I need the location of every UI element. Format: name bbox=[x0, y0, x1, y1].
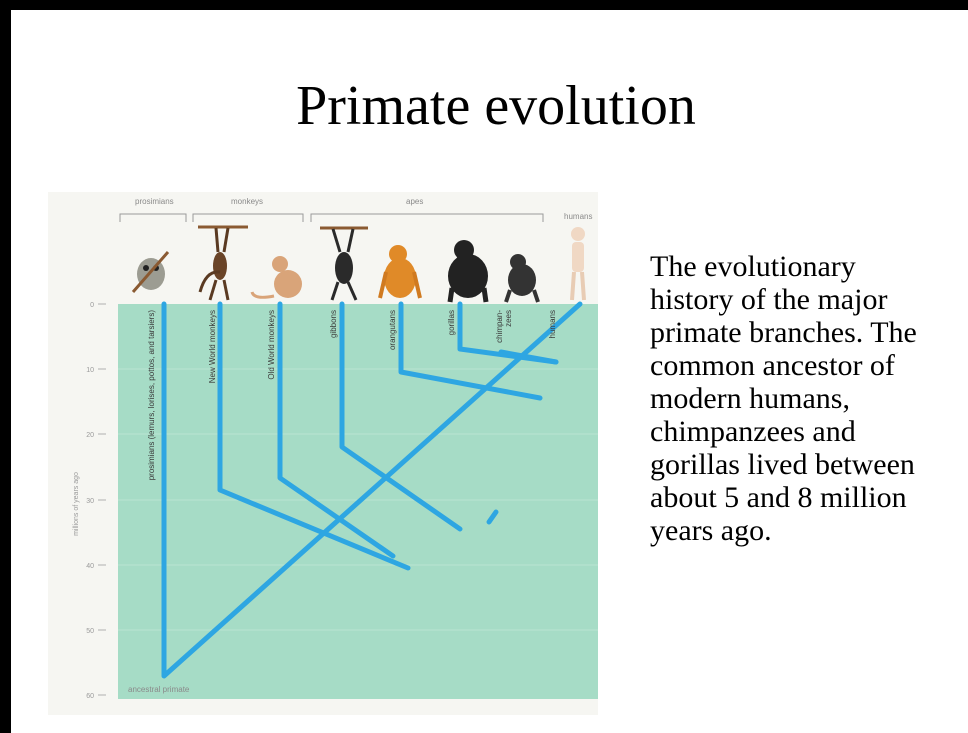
caption-line: chimpanzees and bbox=[650, 415, 950, 448]
branch-label-chimpanzees-2: zees bbox=[504, 310, 513, 327]
axis-label: millions of years ago bbox=[73, 472, 80, 536]
caption-line: common ancestor of bbox=[650, 349, 950, 382]
branch-label-gorillas: gorillas bbox=[447, 310, 456, 335]
caption: The evolutionary history of the major pr… bbox=[650, 250, 950, 547]
tick-label: 50 bbox=[86, 628, 94, 635]
caption-line: primate branches. The bbox=[650, 316, 950, 349]
root-label: ancestral primate bbox=[128, 685, 190, 694]
branch-label-humans: humans bbox=[548, 310, 557, 338]
branch-label-gibbons: gibbons bbox=[329, 310, 338, 338]
branch-label-orangutans: orangutans bbox=[388, 310, 397, 350]
slide-title: Primate evolution bbox=[0, 78, 968, 134]
caption-line: about 5 and 8 million bbox=[650, 481, 950, 514]
caption-line: The evolutionary bbox=[650, 250, 950, 283]
tick-label: 20 bbox=[86, 432, 94, 439]
group-label-monkeys: monkeys bbox=[231, 197, 263, 206]
branch-label-old-world: Old World monkeys bbox=[267, 310, 276, 380]
group-label-prosimians: prosimians bbox=[135, 197, 174, 206]
primate-tree-figure: prosimians monkeys apes humans bbox=[48, 192, 598, 715]
caption-line: years ago. bbox=[650, 514, 950, 547]
caption-line: gorillas lived between bbox=[650, 448, 950, 481]
tick-label: 30 bbox=[86, 498, 94, 505]
primate-tree-svg: prosimians monkeys apes humans bbox=[48, 192, 598, 715]
group-label-humans: humans bbox=[564, 212, 592, 221]
slide-border-top bbox=[0, 0, 968, 10]
caption-line: modern humans, bbox=[650, 382, 950, 415]
tick-label: 60 bbox=[86, 693, 94, 700]
tick-label: 0 bbox=[90, 302, 94, 309]
group-label-apes: apes bbox=[406, 197, 423, 206]
branch-label-new-world: New World monkeys bbox=[208, 310, 217, 383]
caption-line: history of the major bbox=[650, 283, 950, 316]
tick-label: 40 bbox=[86, 563, 94, 570]
tick-label: 10 bbox=[86, 367, 94, 374]
branch-label-prosimians: prosimians (lemurs, lorises, pottos, and… bbox=[147, 310, 156, 481]
branch-label-chimpanzees-1: chimpan- bbox=[495, 310, 504, 343]
